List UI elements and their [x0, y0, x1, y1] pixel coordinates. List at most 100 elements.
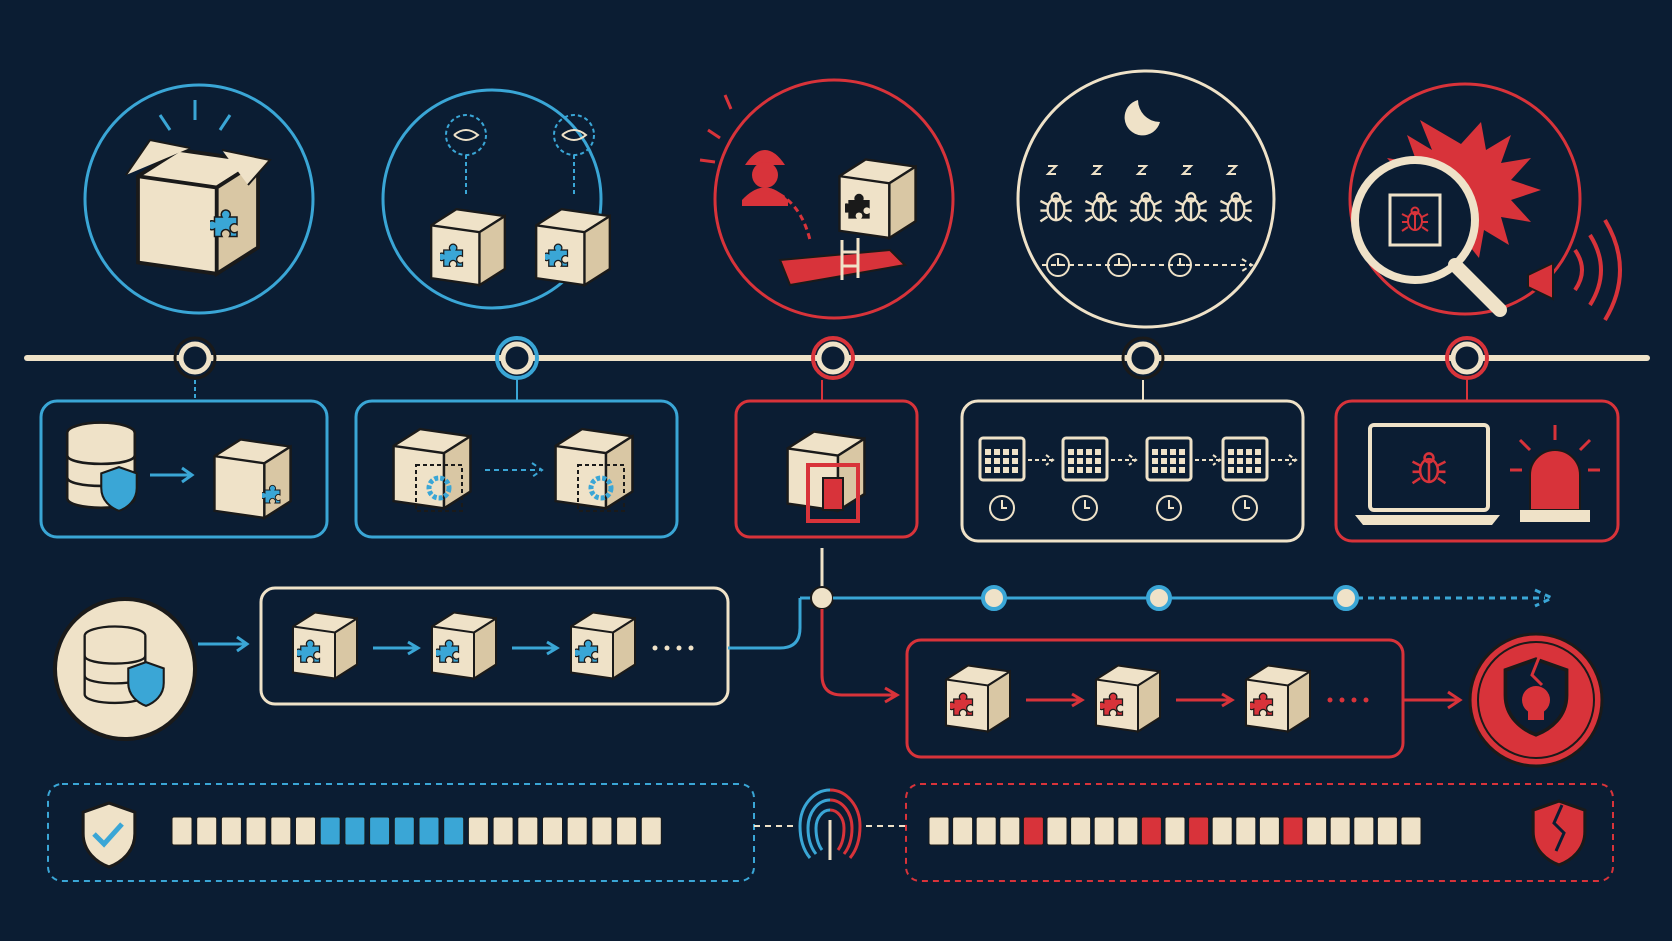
continuation-dot	[1351, 697, 1357, 703]
progress-node[interactable]	[981, 585, 1007, 611]
branch-junction-node[interactable]	[810, 586, 834, 610]
signature-cell	[1329, 816, 1351, 846]
threat-branch	[820, 609, 1604, 768]
stage-2-circle	[381, 88, 603, 310]
calendar-clock-sequence-icon	[978, 436, 1298, 521]
signature-cell	[928, 816, 950, 846]
arrow-icon	[373, 640, 421, 656]
safe-branch	[53, 548, 1556, 741]
continuation-dot	[1339, 697, 1345, 703]
fingerprint-link	[754, 788, 906, 860]
magnified-bug-alarm-icon	[1351, 120, 1622, 322]
signature-cell	[196, 816, 218, 846]
stage-4-circle	[1016, 69, 1276, 329]
bug-icon	[1174, 191, 1208, 223]
signature-cell	[1400, 816, 1422, 846]
stage-1	[39, 83, 329, 539]
signature-cell	[171, 816, 193, 846]
bug-icon	[1084, 191, 1118, 223]
progress-node[interactable]	[1146, 585, 1172, 611]
continuation-dot	[676, 645, 682, 651]
flagged-cell	[1140, 816, 1162, 846]
stage-1-detail-box	[39, 399, 329, 539]
sleep-z-icon	[1045, 165, 1059, 175]
signature-cell	[1306, 816, 1328, 846]
sleep-z-icon	[1135, 165, 1149, 175]
clock-icon	[1232, 495, 1258, 521]
stage-3-circle	[713, 78, 955, 320]
timeline-node-3[interactable]	[816, 341, 850, 375]
stage-2-detail-box	[354, 399, 679, 539]
flagged-cell	[369, 816, 391, 846]
signature-cell	[640, 816, 662, 846]
signature-cell	[1353, 816, 1375, 846]
signature-cell	[245, 816, 267, 846]
flagged-cell	[443, 816, 465, 846]
flagged-cell	[418, 816, 440, 846]
flagged-cell	[1022, 816, 1044, 846]
signature-cell	[467, 816, 489, 846]
clock-icon	[1072, 495, 1098, 521]
safe-chain-box	[259, 586, 730, 706]
stage-1-circle	[83, 83, 315, 315]
signature-cell	[1376, 816, 1398, 846]
stage-5	[1334, 82, 1622, 543]
sleeping-bugs-night-icon	[1039, 100, 1254, 277]
signature-cell	[270, 816, 292, 846]
sleep-z-icon	[1225, 165, 1239, 175]
flagged-cell	[393, 816, 415, 846]
signature-cell	[591, 816, 613, 846]
signature-cell	[295, 816, 316, 846]
signature-cell	[542, 816, 563, 846]
arrow-icon	[1111, 454, 1138, 466]
bug-icon	[1129, 191, 1163, 223]
bug-icon	[1039, 191, 1073, 223]
stage-3-detail-box	[734, 399, 919, 539]
stage-5-circle	[1348, 82, 1582, 316]
timeline-node-2[interactable]	[500, 341, 534, 375]
shield-check-icon	[81, 801, 137, 869]
signature-cell	[1211, 816, 1233, 846]
threat-signature	[905, 783, 1614, 882]
signature-cell	[517, 816, 539, 846]
signature-cell	[1258, 816, 1280, 846]
signature-cell	[1093, 816, 1115, 846]
arrow-icon	[1195, 454, 1222, 466]
signature-cell	[566, 816, 588, 846]
flagged-cell	[1188, 816, 1210, 846]
arrow-icon	[1176, 692, 1235, 708]
arrow-icon	[1026, 692, 1085, 708]
flagged-cell	[344, 816, 366, 846]
signature-cell	[492, 816, 514, 846]
broken-shield-icon	[1531, 799, 1587, 867]
timeline-node-1[interactable]	[178, 341, 212, 375]
arrow-icon	[1028, 454, 1055, 466]
broken-shield-skull-icon	[1468, 632, 1604, 768]
timeline-node-5[interactable]	[1450, 341, 1484, 375]
sleep-z-icon	[1090, 165, 1104, 175]
clock-icon	[1156, 495, 1182, 521]
stage-2	[354, 88, 679, 539]
signature-cell	[952, 816, 974, 846]
fingerprint-icon	[798, 788, 862, 860]
laptop-bug-siren-icon	[1355, 423, 1600, 525]
safe-signature	[47, 783, 755, 882]
clock-icon	[989, 495, 1015, 521]
watched-boxes-icon	[430, 114, 611, 287]
flagged-cell	[1282, 816, 1304, 846]
timeline-node-4[interactable]	[1126, 341, 1160, 375]
stage-4-detail-box	[960, 399, 1305, 543]
hacker-backdoor-icon	[699, 94, 917, 287]
signature-cell	[999, 816, 1021, 846]
progress-node[interactable]	[1333, 585, 1359, 611]
stage-5-detail-box	[1334, 399, 1620, 543]
stage-4	[960, 69, 1305, 543]
bug-icon	[1219, 191, 1253, 223]
continuation-dot	[1363, 697, 1369, 703]
open-box-with-puzzle-icon	[125, 100, 272, 276]
continuation-dot	[688, 645, 694, 651]
signature-cell	[220, 816, 242, 846]
continuation-dot	[664, 645, 670, 651]
signature-cell	[1164, 816, 1186, 846]
box-with-hidden-door-icon	[786, 430, 866, 523]
